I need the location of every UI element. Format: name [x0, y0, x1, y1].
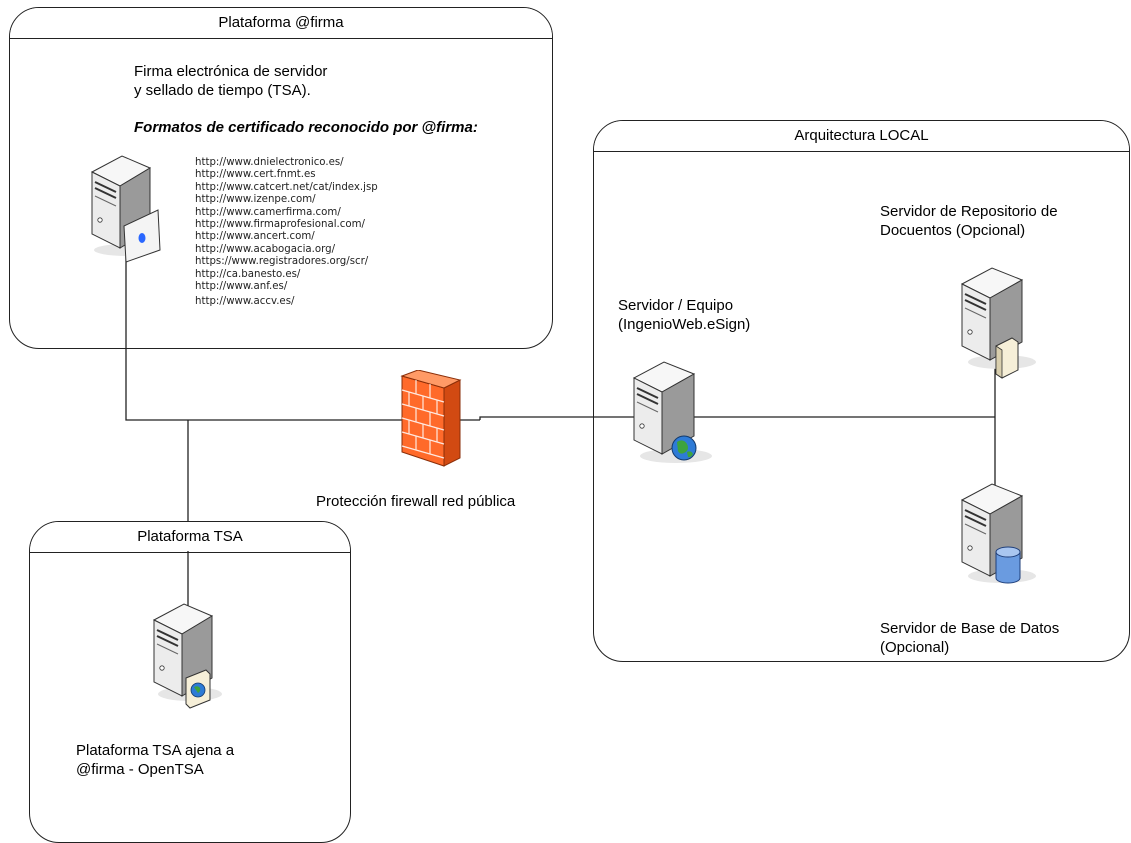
web-server-globe-icon [632, 361, 712, 463]
certificate-url[interactable]: http://www.anf.es/ [195, 281, 288, 293]
server-certificate-icon [90, 155, 161, 263]
certificate-url[interactable]: https://www.registradores.org/scr/ [195, 256, 369, 268]
certificate-url[interactable]: http://www.camerfirma.com/ [195, 206, 341, 218]
repo-server-label-line2: Docuentos (Opcional) [880, 222, 1026, 239]
certificate-url[interactable]: http://www.catcert.net/cat/index.jsp [195, 181, 378, 193]
certificate-url[interactable]: http://www.izenpe.com/ [195, 194, 316, 206]
certificate-url-list: http://www.dnielectronico.es/ http://www… [195, 157, 378, 309]
panel-title: Plataforma @firma [10, 8, 552, 39]
database-server-icon [960, 483, 1036, 584]
formats-heading: Formatos de certificado reconocido por @… [134, 119, 478, 136]
firewall-brick-wall-icon [400, 370, 462, 467]
repo-server-label-line1: Servidor de Repositorio de [880, 203, 1058, 220]
firma-description-line2: y sellado de tiempo (TSA). [134, 82, 311, 99]
app-server-label-line1: Servidor / Equipo [618, 297, 734, 314]
tsa-label-line1: Plataforma TSA ajena a [76, 742, 235, 759]
db-server-label-line2: (Opcional) [880, 639, 950, 656]
db-server-label-line1: Servidor de Base de Datos [880, 620, 1060, 637]
file-server-icon [960, 267, 1036, 379]
server-web-document-icon [152, 603, 222, 709]
certificate-url[interactable]: http://www.dnielectronico.es/ [195, 157, 344, 168]
certificate-url[interactable]: http://www.accv.es/ [195, 296, 295, 308]
panel-title: Arquitectura LOCAL [594, 121, 1129, 152]
tsa-label-line2: @firma - OpenTSA [76, 761, 204, 778]
certificate-url[interactable]: http://www.acabogacia.org/ [195, 243, 336, 255]
certificate-url[interactable]: http://www.cert.fnmt.es [195, 169, 316, 181]
app-server-label-line2: (IngenioWeb.eSign) [618, 316, 751, 333]
certificate-url[interactable]: http://www.firmaprofesional.com/ [195, 219, 365, 231]
certificate-url[interactable]: http://www.ancert.com/ [195, 231, 315, 243]
firewall-label: Protección firewall red pública [316, 493, 516, 510]
certificate-url[interactable]: http://ca.banesto.es/ [195, 268, 301, 280]
panel-title: Plataforma TSA [30, 522, 350, 553]
firma-description-line1: Firma electrónica de servidor [134, 63, 328, 80]
